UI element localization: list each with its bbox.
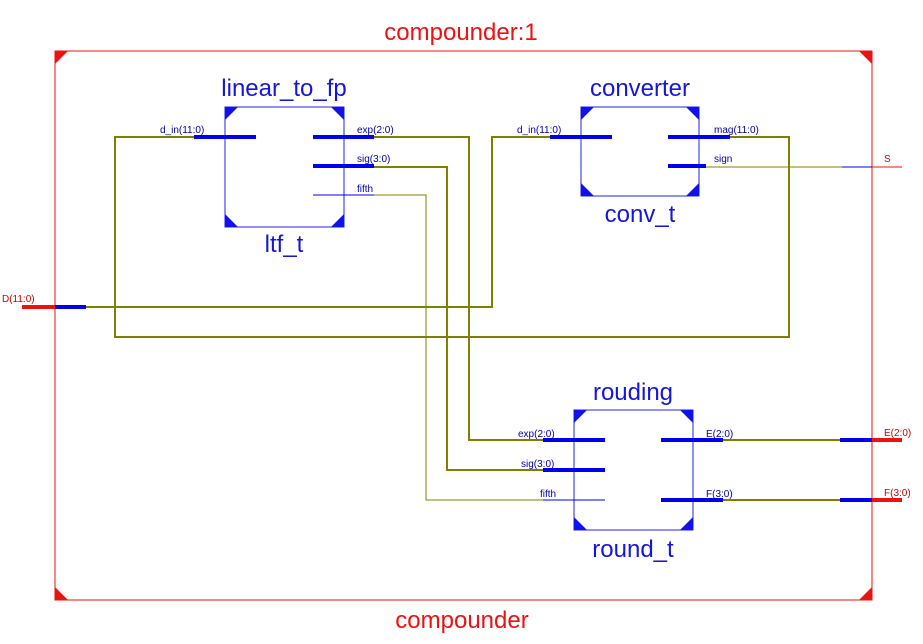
block-conv-name: converter [590,75,690,102]
block-round-corner-tl [574,410,587,423]
block-rouding[interactable]: rouding exp(2:0) sig(3:0) fifth E(2:0) F… [518,379,733,563]
block-conv-corner-tl [581,107,594,120]
ltf-pin-exp-label: exp(2:0) [357,125,394,136]
frame-corner-bl [55,587,68,600]
block-ltf-corner-tr [331,107,344,120]
ltf-pin-fifth-label: fifth [357,184,373,195]
block-round-name: rouding [593,379,673,406]
round-pin-exp-label: exp(2:0) [518,429,555,440]
ltf-pin-d-in-label: d_in(11:0) [160,125,204,136]
port-f[interactable]: F(3:0) [722,488,911,502]
block-conv-body [580,106,700,197]
block-round-corner-bl [574,517,587,530]
round-pin-fifth-label: fifth [540,489,556,500]
wire-sig[interactable] [373,166,543,471]
wire-d-to-converter[interactable] [85,136,551,308]
frame-corner-tr [859,51,872,64]
round-pin-sig-label: sig(3:0) [521,459,554,470]
round-pin-e-label: E(2:0) [706,429,733,440]
block-round-instance: round_t [592,536,674,563]
port-d[interactable]: D(11:0) [2,294,86,309]
block-conv-corner-tr [686,107,699,120]
port-s[interactable]: S [842,154,902,168]
ltf-pin-sig-label: sig(3:0) [357,154,390,165]
block-conv-corner-br [686,183,699,196]
block-round-corner-br [680,517,693,530]
wire-fifth[interactable] [314,194,543,501]
block-round-corner-tr [680,410,693,423]
block-conv-corner-bl [581,183,594,196]
block-converter[interactable]: converter d_in(11:0) mag(11:0) sign conv… [517,75,759,228]
module-title: compounder [395,607,528,634]
round-pin-f-label: F(3:0) [706,489,733,500]
block-conv-instance: conv_t [605,201,676,228]
wire-d-loop[interactable] [114,136,790,338]
port-e-label: E(2:0) [884,428,911,439]
block-ltf-corner-br [331,214,344,227]
block-ltf-corner-bl [225,214,238,227]
block-ltf-instance: ltf_t [265,231,304,258]
frame-corner-br [859,587,872,600]
conv-pin-sign-label: sign [714,154,732,165]
port-f-label: F(3:0) [884,488,911,499]
port-e[interactable]: E(2:0) [722,428,911,442]
wire-exp[interactable] [373,136,543,441]
port-s-label: S [884,154,891,165]
instance-title: compounder:1 [384,19,537,46]
frame-corner-tl [55,51,68,64]
block-linear-to-fp[interactable]: linear_to_fp d_in(11:0) exp(2:0) sig(3:0… [160,75,394,258]
module-frame [54,50,873,601]
port-d-label: D(11:0) [2,294,35,305]
block-ltf-corner-tl [225,107,238,120]
conv-pin-mag-label: mag(11:0) [714,125,759,136]
conv-pin-d-in-label: d_in(11:0) [517,125,561,136]
block-ltf-name: linear_to_fp [221,75,346,102]
